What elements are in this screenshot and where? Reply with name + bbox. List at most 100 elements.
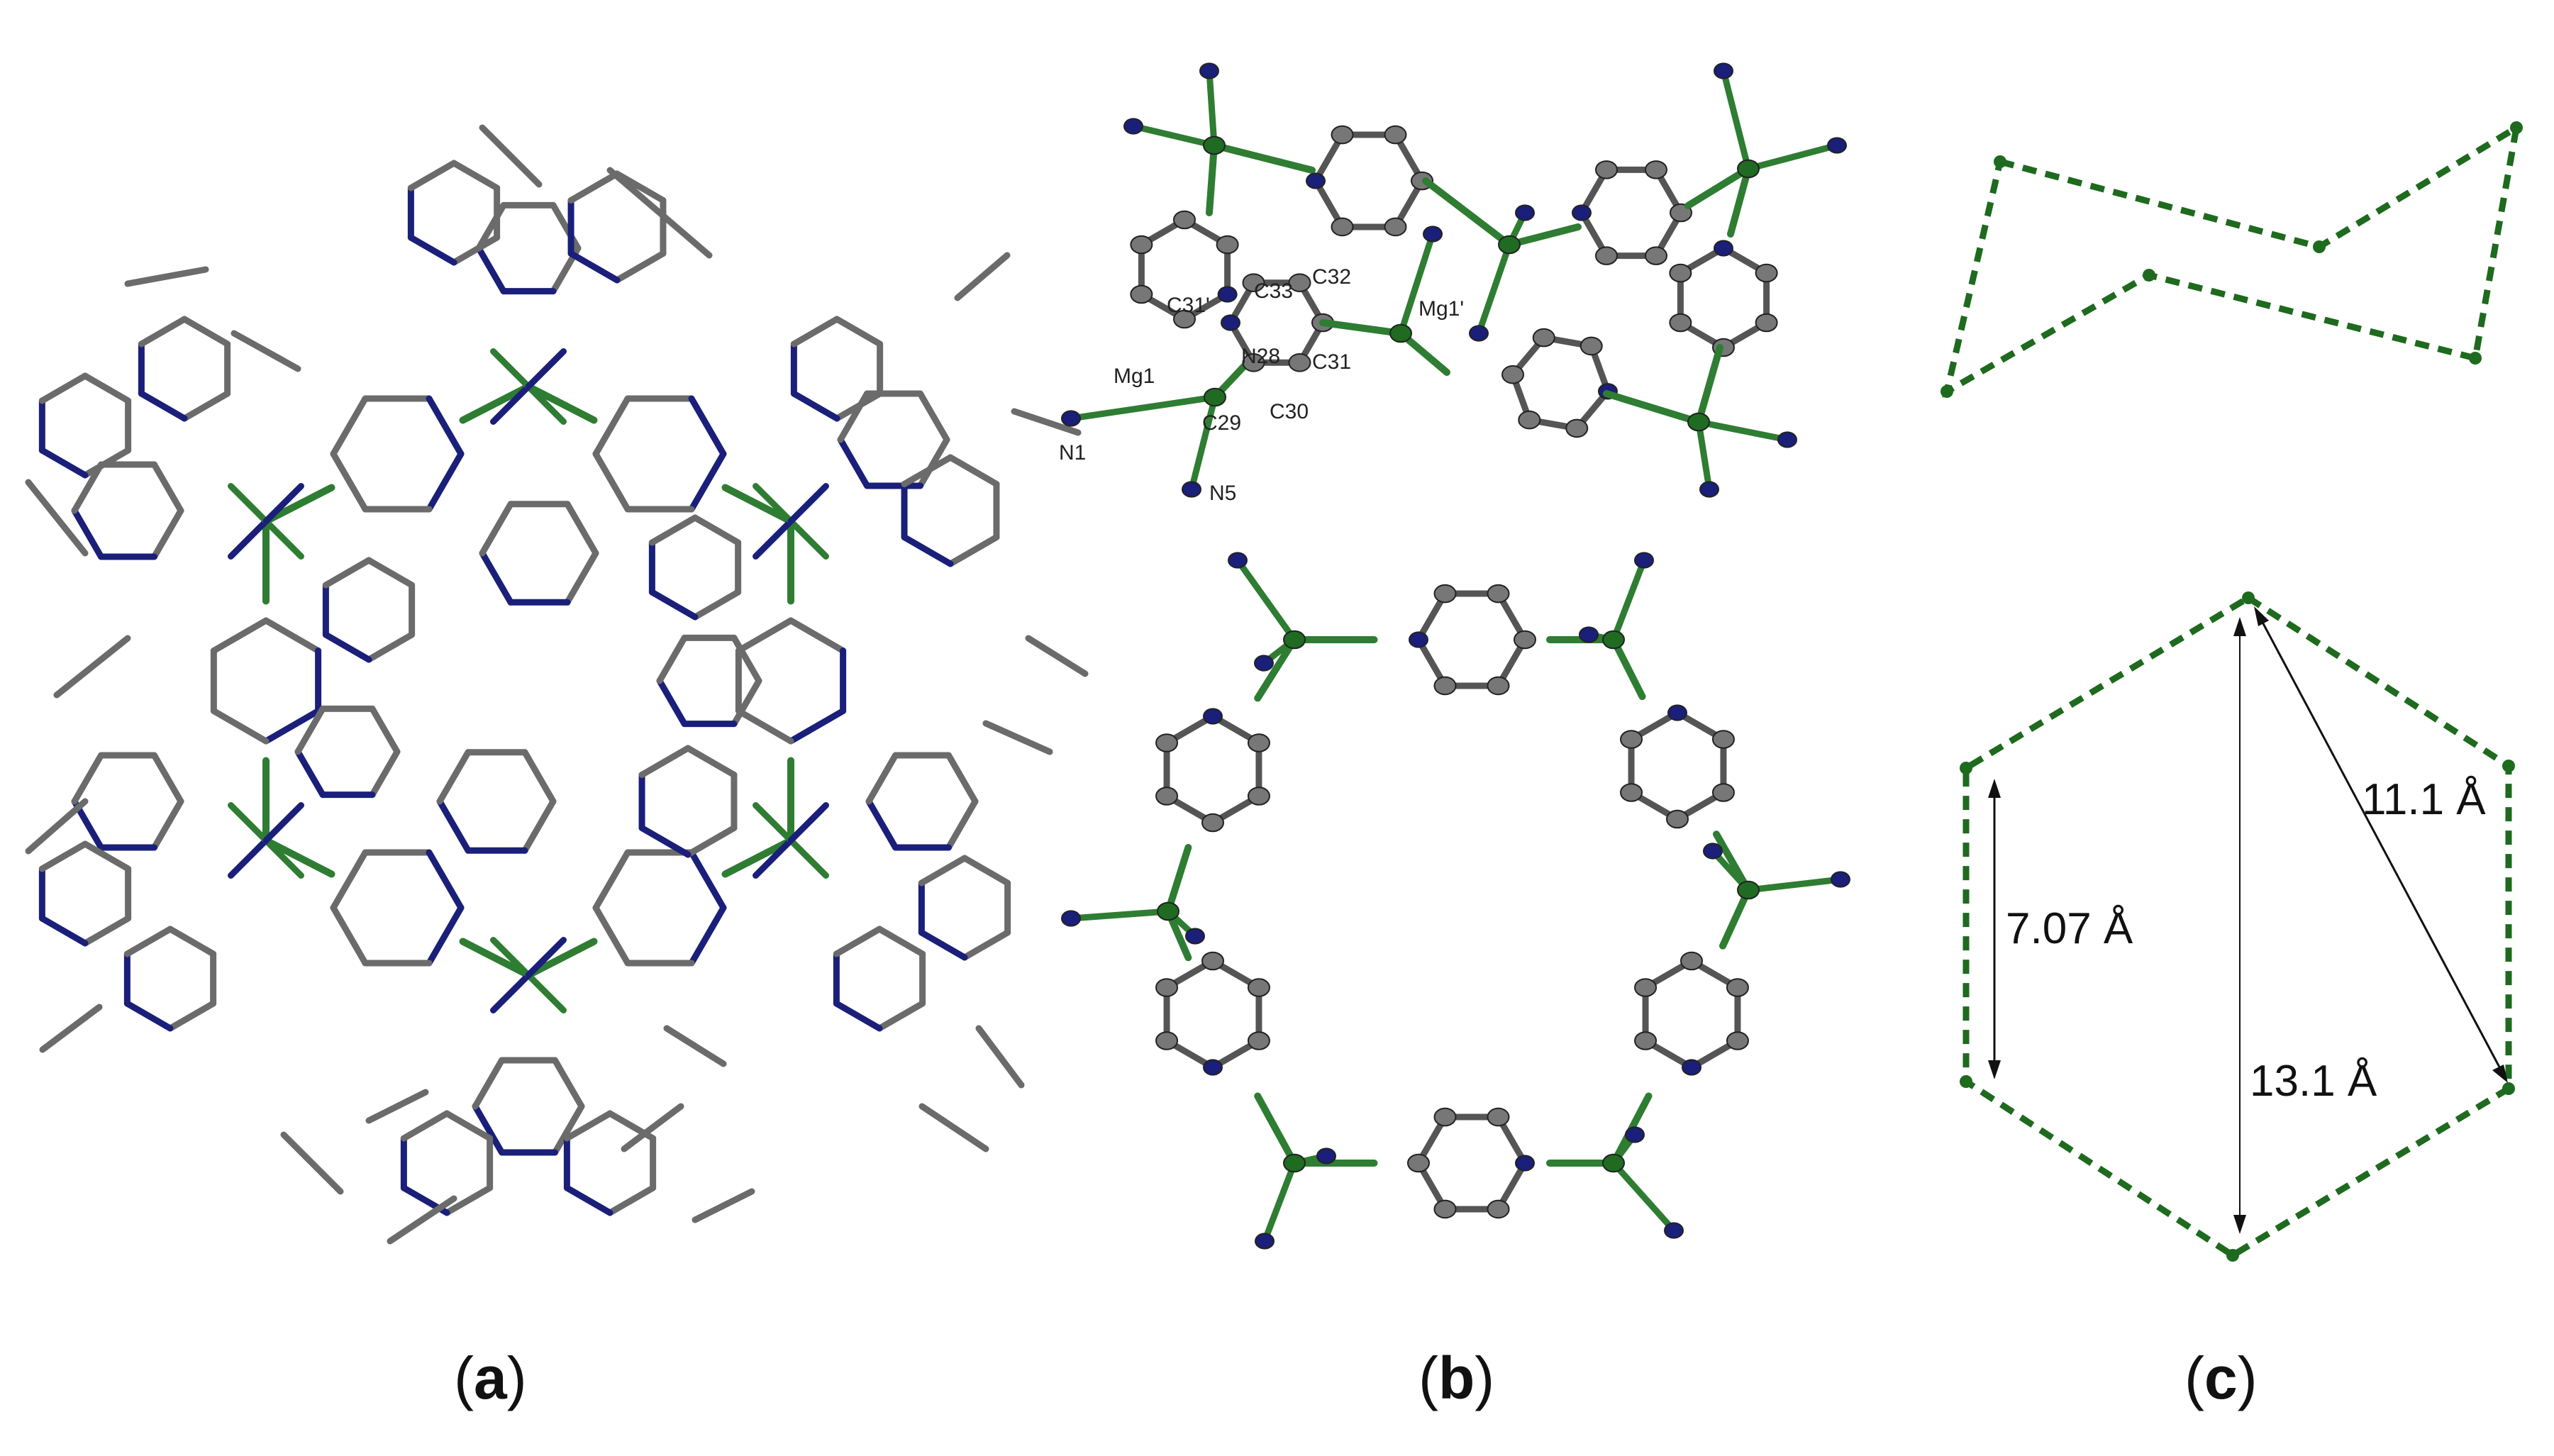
- atom-sphere: [1634, 1031, 1658, 1050]
- bond-line: [787, 617, 847, 654]
- bond-line: [525, 938, 598, 979]
- bond-line: [167, 1000, 217, 1032]
- bond-line: [1165, 844, 1192, 915]
- bond-line: [1695, 344, 1723, 426]
- bond-line: [552, 1103, 585, 1156]
- atom-sphere: [1515, 1155, 1535, 1172]
- bond-line: [38, 447, 89, 479]
- bond-line: [82, 447, 132, 479]
- atom-sphere: [1204, 387, 1226, 407]
- atom-sphere: [1498, 235, 1521, 255]
- atom-sphere: [1216, 235, 1239, 255]
- panel-label-a-letter: a: [473, 1345, 507, 1411]
- bond-line: [621, 1103, 684, 1152]
- bond-line: [280, 1131, 344, 1195]
- bond-line: [228, 518, 270, 560]
- bond-line: [1610, 636, 1646, 701]
- bond-line: [365, 1089, 429, 1124]
- bond-line: [688, 849, 727, 911]
- bond-line: [865, 798, 899, 851]
- bond-line: [961, 929, 1011, 961]
- bond-line: [567, 170, 621, 204]
- bond-line: [330, 904, 369, 967]
- bond-line: [1206, 67, 1218, 149]
- bond-line: [606, 167, 713, 259]
- bond-line: [1067, 908, 1172, 922]
- bond-line: [525, 383, 598, 424]
- atom-sphere: [1407, 1153, 1430, 1173]
- bond-line: [1422, 177, 1513, 248]
- bond-line: [369, 748, 401, 799]
- bond-line: [550, 201, 582, 252]
- bond-line: [917, 436, 950, 489]
- bond-line: [525, 348, 567, 390]
- atom-sphere: [1288, 273, 1311, 293]
- bond-line: [638, 825, 692, 858]
- bond-line: [365, 631, 416, 663]
- bond-line: [151, 461, 184, 514]
- atom-sphere: [1433, 1107, 1457, 1127]
- atom-sphere: [1217, 286, 1238, 303]
- bond-line: [387, 1195, 457, 1245]
- bond-line: [71, 461, 104, 514]
- bond-line: [592, 450, 631, 513]
- atom-sphere: [1247, 787, 1270, 806]
- bond-line: [648, 514, 699, 546]
- atom-sphere: [1714, 240, 1733, 257]
- bond-line: [1067, 394, 1218, 422]
- atom-sphere: [1487, 584, 1510, 604]
- atom-sphere: [1155, 787, 1179, 806]
- bond-line: [753, 518, 794, 560]
- dimension-label-edge: 7.07 Å: [2006, 904, 2133, 953]
- bond-line: [833, 316, 884, 348]
- bond-line: [648, 589, 699, 621]
- atom-sphere: [1389, 323, 1412, 343]
- bond-line: [1254, 1092, 1298, 1167]
- atom-sphere: [1409, 631, 1428, 648]
- atom-sphere: [1155, 978, 1179, 997]
- bond-line: [1130, 123, 1218, 149]
- atom-sphere: [1669, 313, 1692, 333]
- bond-line: [228, 837, 270, 879]
- bond-line: [25, 798, 89, 855]
- atom-sphere: [1283, 1153, 1306, 1173]
- atom-label-n5: N5: [1209, 482, 1236, 505]
- bond-line: [656, 634, 688, 684]
- bond-line: [787, 708, 847, 745]
- bond-line: [490, 972, 532, 1013]
- bond-line: [138, 316, 188, 348]
- atom-sphere: [1620, 730, 1643, 749]
- atom-sphere: [1123, 118, 1143, 135]
- atom-sphere: [1283, 630, 1306, 650]
- bond-line: [787, 837, 829, 879]
- bond-line: [918, 929, 968, 961]
- bond-line: [638, 745, 692, 778]
- panel-c-schematic: 7.07 Å 13.1 Å 11.1 Å: [1941, 121, 2523, 1262]
- atom-sphere: [1703, 843, 1723, 860]
- bond-line: [735, 617, 794, 654]
- atom-sphere: [1680, 951, 1703, 971]
- atom-sphere: [1645, 246, 1667, 265]
- panel-a-wireframe-structure: [25, 124, 1089, 1245]
- bond-line: [1603, 390, 1702, 426]
- bond-line: [552, 1057, 585, 1110]
- atom-sphere: [1501, 365, 1525, 384]
- panel-label-a: (a): [454, 1345, 527, 1411]
- bond-line: [38, 915, 89, 947]
- bond-line: [472, 1103, 505, 1156]
- atom-sphere: [1726, 1031, 1749, 1050]
- bond-line: [945, 798, 979, 851]
- bond-line: [436, 749, 472, 805]
- chair-vertices: [1941, 121, 2523, 398]
- bond-line: [1011, 408, 1082, 436]
- atom-sphere: [1699, 481, 1719, 498]
- bond-line: [613, 170, 667, 204]
- bond-line: [688, 904, 727, 967]
- bond-line: [692, 514, 742, 546]
- bond-line: [443, 1110, 494, 1142]
- atom-sphere: [1711, 730, 1735, 749]
- bond-line: [790, 316, 840, 348]
- panel-b-ortep-structures: [1061, 62, 1850, 1250]
- bond-line: [692, 1188, 755, 1223]
- bond-line: [262, 837, 304, 879]
